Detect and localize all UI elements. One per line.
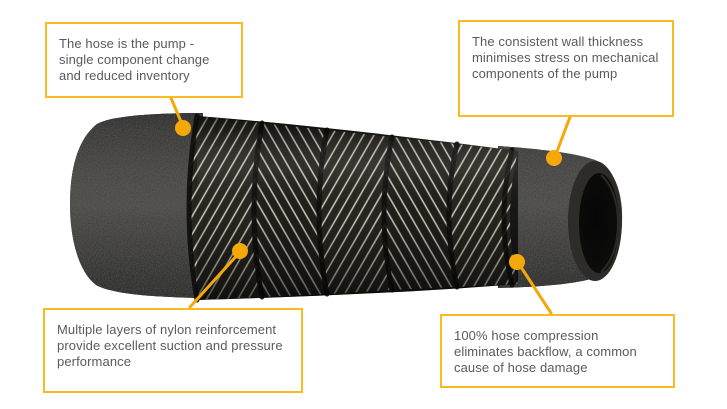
leader-line-nylon-reinforcement xyxy=(188,250,242,309)
leader-line-hose-compression xyxy=(517,262,553,315)
callout-hose-is-pump: The hose is the pump - single component … xyxy=(45,22,243,98)
marker-dots xyxy=(175,120,562,270)
callout-wall-thickness: The consistent wall thickness minimises … xyxy=(458,20,674,117)
leader-line-hose-is-pump xyxy=(169,96,184,126)
marker-dot-wall-thickness xyxy=(546,150,562,166)
callout-hose-compression: 100% hose compression eliminates backflo… xyxy=(440,314,675,388)
hose-left-cuff xyxy=(70,113,203,298)
marker-dot-hose-is-pump xyxy=(175,120,191,136)
marker-dot-hose-compression xyxy=(509,254,525,270)
marker-dot-nylon-reinforcement xyxy=(232,243,248,259)
leader-lines xyxy=(169,96,572,315)
callout-nylon-reinforcement-text: Multiple layers of nylon reinforcement p… xyxy=(57,322,283,369)
hose-braid-section xyxy=(186,113,518,303)
hose-bore xyxy=(579,173,619,273)
callout-hose-is-pump-text: The hose is the pump - single component … xyxy=(59,36,210,83)
bore-inner-highlight xyxy=(600,174,620,273)
callout-nylon-reinforcement: Multiple layers of nylon reinforcement p… xyxy=(43,308,303,393)
callout-hose-compression-text: 100% hose compression eliminates backflo… xyxy=(454,328,637,375)
braid-shading xyxy=(197,116,518,300)
callout-wall-thickness-text: The consistent wall thickness minimises … xyxy=(472,34,659,81)
leader-line-wall-thickness xyxy=(554,115,572,156)
